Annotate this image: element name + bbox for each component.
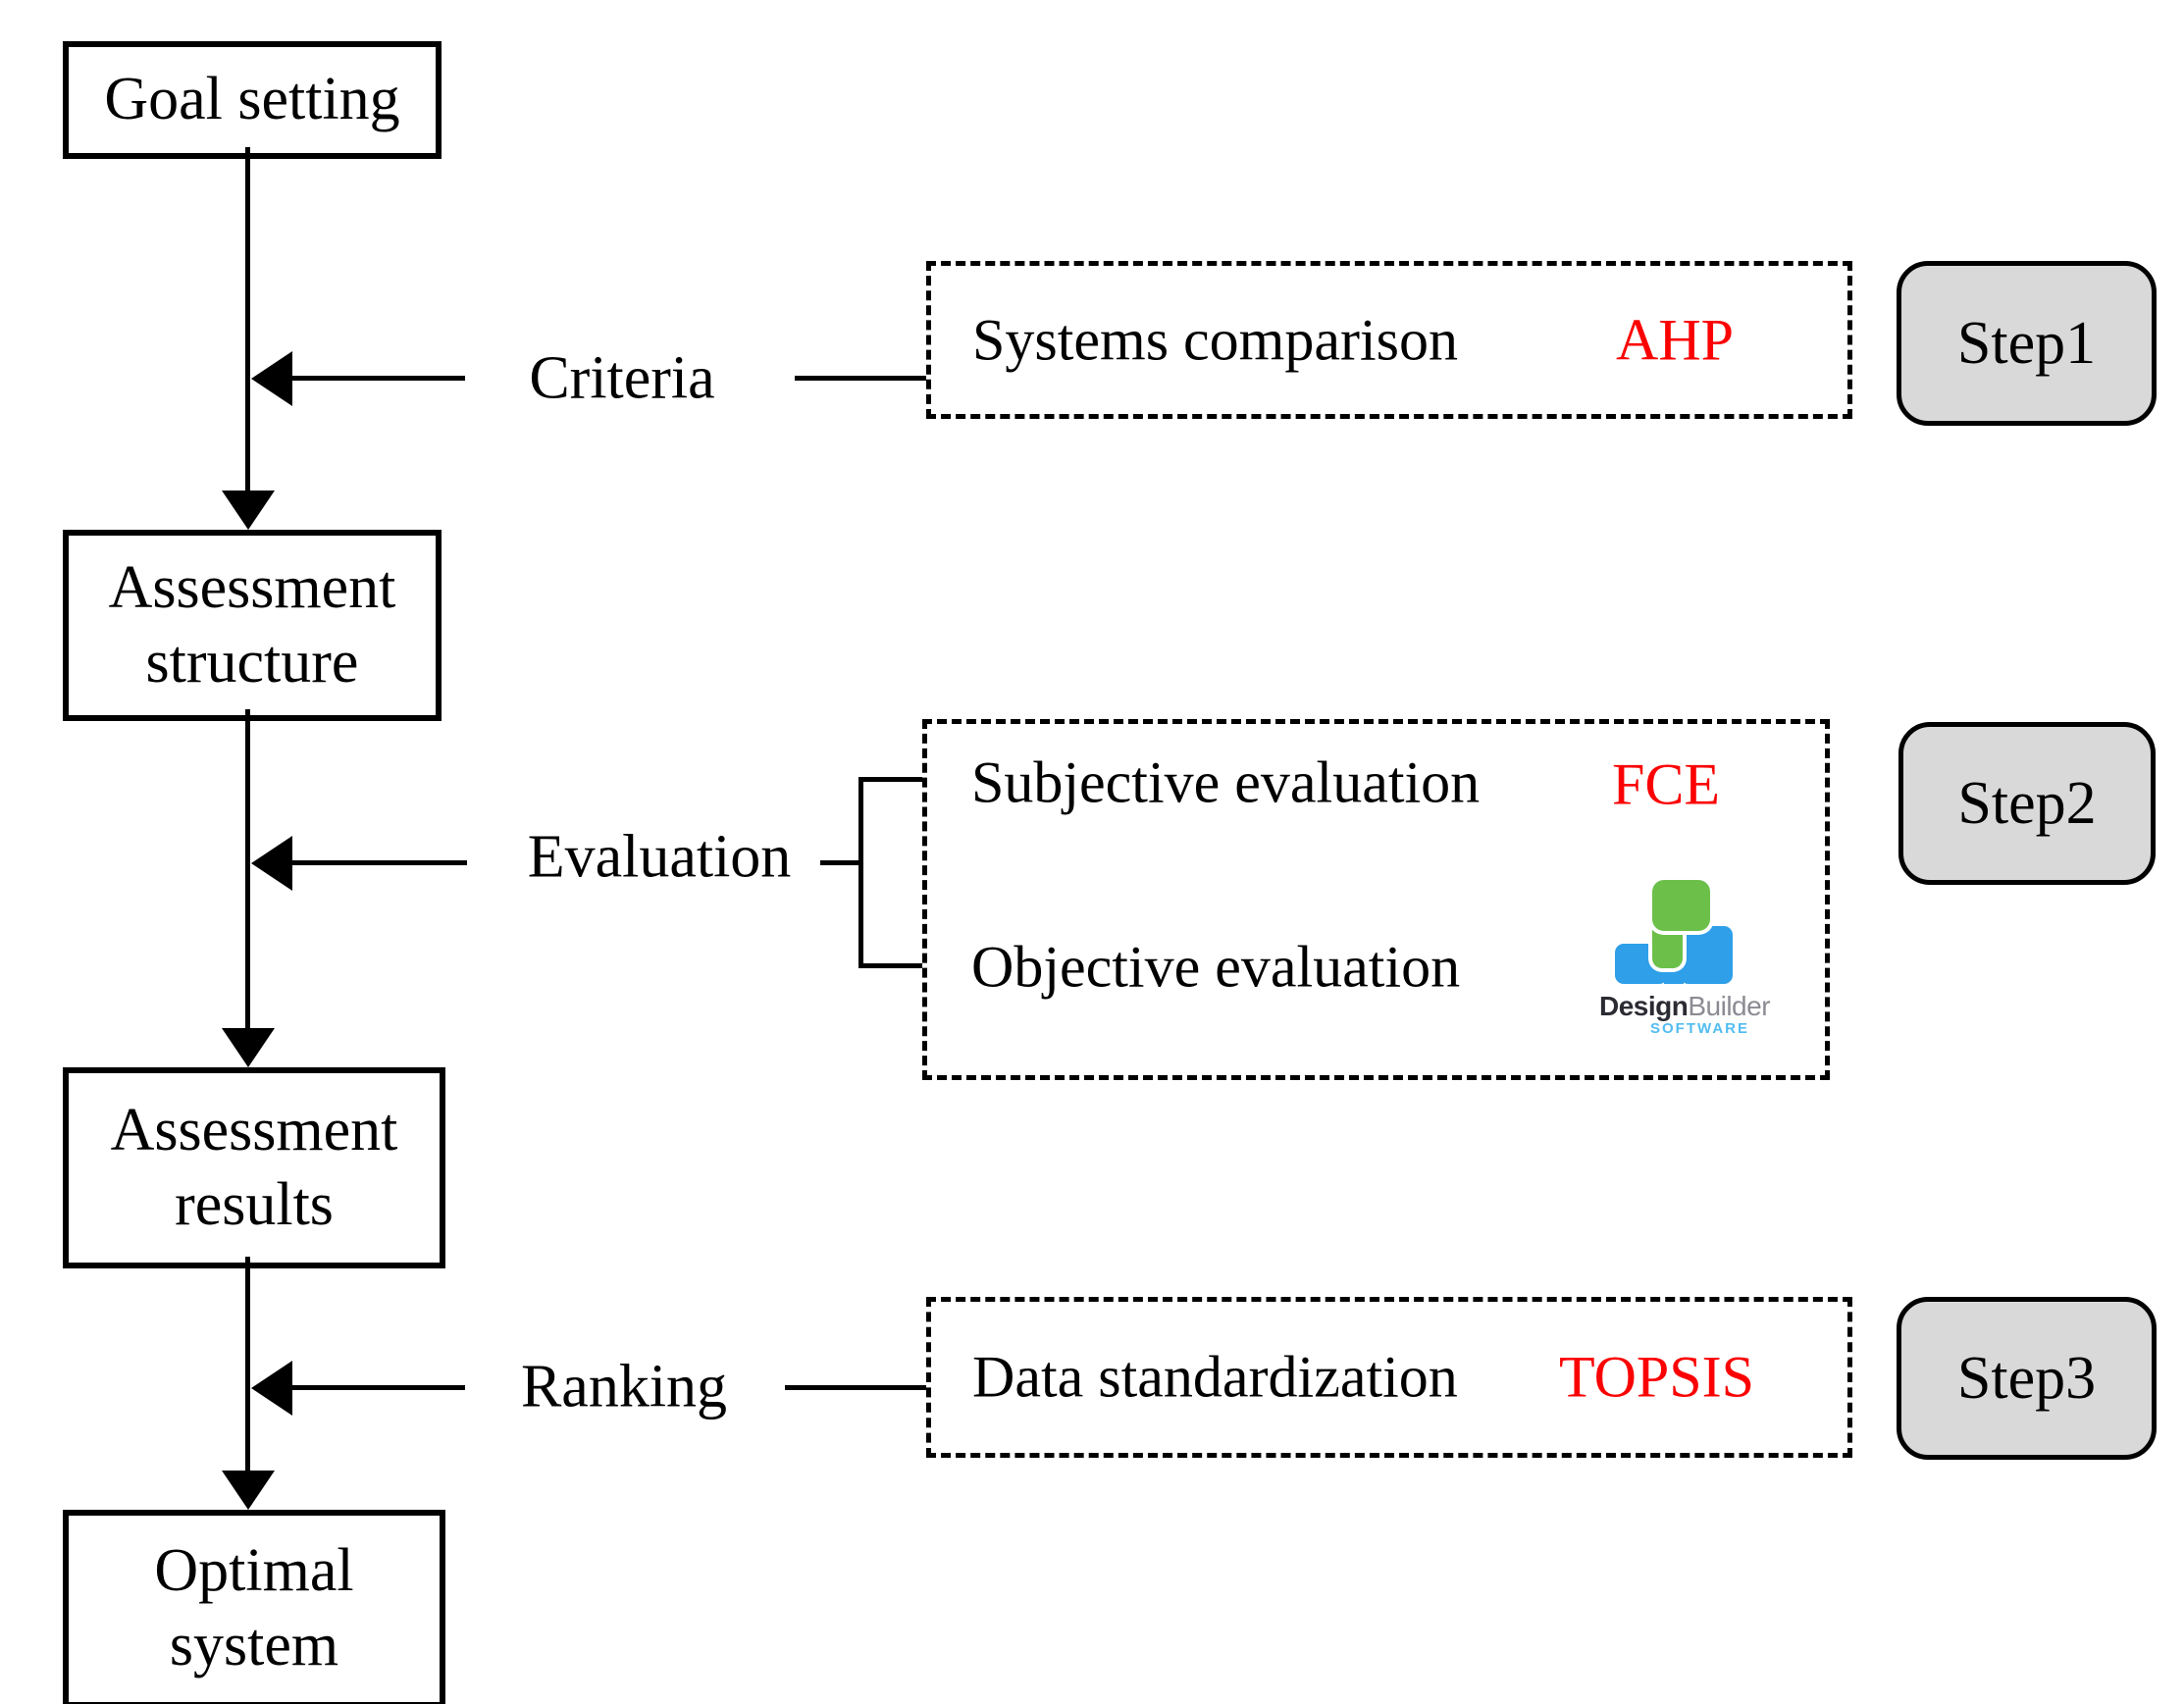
method-fce: FCE bbox=[1612, 751, 1721, 817]
subjective-evaluation-text: Subjective evaluation bbox=[971, 749, 1481, 815]
data-standardization-text: Data standardization bbox=[972, 1344, 1458, 1410]
arrow-left-icon-criteria bbox=[251, 351, 292, 406]
step2-label: Step2 bbox=[1957, 769, 2097, 837]
designbuilder-logo-blue-bridge bbox=[1664, 965, 1684, 984]
evaluation-bracket-top-stub bbox=[858, 777, 922, 782]
evaluation-label: Evaluation bbox=[527, 823, 792, 891]
arrow-left-icon-ranking bbox=[251, 1361, 292, 1416]
evaluation-bracket-vertical bbox=[858, 780, 863, 968]
spine-segment-2 bbox=[245, 709, 250, 1033]
flow-box-optimal-system: Optimal system bbox=[63, 1510, 445, 1704]
arrow-down-icon-2 bbox=[222, 1028, 275, 1067]
flow-box-optimal-system-label: Optimal system bbox=[154, 1537, 354, 1678]
designbuilder-logo-word-design: Design bbox=[1599, 991, 1689, 1021]
ranking-connector-line bbox=[785, 1385, 926, 1390]
flow-box-assessment-results-label: Assessment results bbox=[110, 1096, 398, 1238]
arrow-left-icon-evaluation bbox=[251, 836, 292, 891]
flow-box-assessment-structure: Assessment structure bbox=[63, 530, 442, 721]
criteria-arrow-line bbox=[290, 376, 465, 381]
method-topsis: TOPSIS bbox=[1559, 1344, 1754, 1410]
designbuilder-logo-subtitle: SOFTWARE bbox=[1650, 1020, 1749, 1037]
designbuilder-logo-green-block bbox=[1652, 880, 1710, 931]
objective-evaluation-text: Objective evaluation bbox=[971, 934, 1461, 1000]
evaluation-bracket-bottom-stub bbox=[858, 963, 922, 968]
spine-segment-1 bbox=[245, 147, 250, 495]
arrow-down-icon-1 bbox=[222, 491, 275, 530]
designbuilder-logo-wordmark: DesignBuilder bbox=[1599, 991, 1771, 1022]
step2-badge: Step2 bbox=[1898, 722, 2156, 885]
evaluation-arrow-line bbox=[290, 860, 467, 865]
step1-label: Step1 bbox=[1956, 309, 2097, 377]
criteria-connector-line bbox=[795, 376, 926, 381]
step1-badge: Step1 bbox=[1897, 261, 2157, 426]
flow-box-assessment-results: Assessment results bbox=[63, 1067, 445, 1268]
flow-box-goal-setting: Goal setting bbox=[63, 41, 442, 159]
evaluation-connector-line bbox=[820, 860, 863, 865]
dashed-box-systems-comparison: Systems comparison AHP bbox=[926, 261, 1852, 419]
flow-box-goal-setting-label: Goal setting bbox=[104, 66, 400, 133]
step3-label: Step3 bbox=[1956, 1344, 2097, 1412]
designbuilder-logo-blue-right-block bbox=[1680, 926, 1733, 984]
spine-segment-3 bbox=[245, 1257, 250, 1475]
dashed-box-data-standardization: Data standardization TOPSIS bbox=[926, 1297, 1852, 1458]
systems-comparison-text: Systems comparison bbox=[972, 307, 1458, 372]
step3-badge: Step3 bbox=[1897, 1297, 2157, 1460]
method-ahp: AHP bbox=[1616, 307, 1735, 372]
ranking-arrow-line bbox=[290, 1385, 465, 1390]
arrow-down-icon-3 bbox=[222, 1471, 275, 1510]
criteria-label: Criteria bbox=[529, 344, 715, 412]
ranking-label: Ranking bbox=[520, 1353, 728, 1420]
designbuilder-logo-word-builder: Builder bbox=[1688, 991, 1771, 1021]
flow-box-assessment-structure-label: Assessment structure bbox=[108, 553, 396, 696]
